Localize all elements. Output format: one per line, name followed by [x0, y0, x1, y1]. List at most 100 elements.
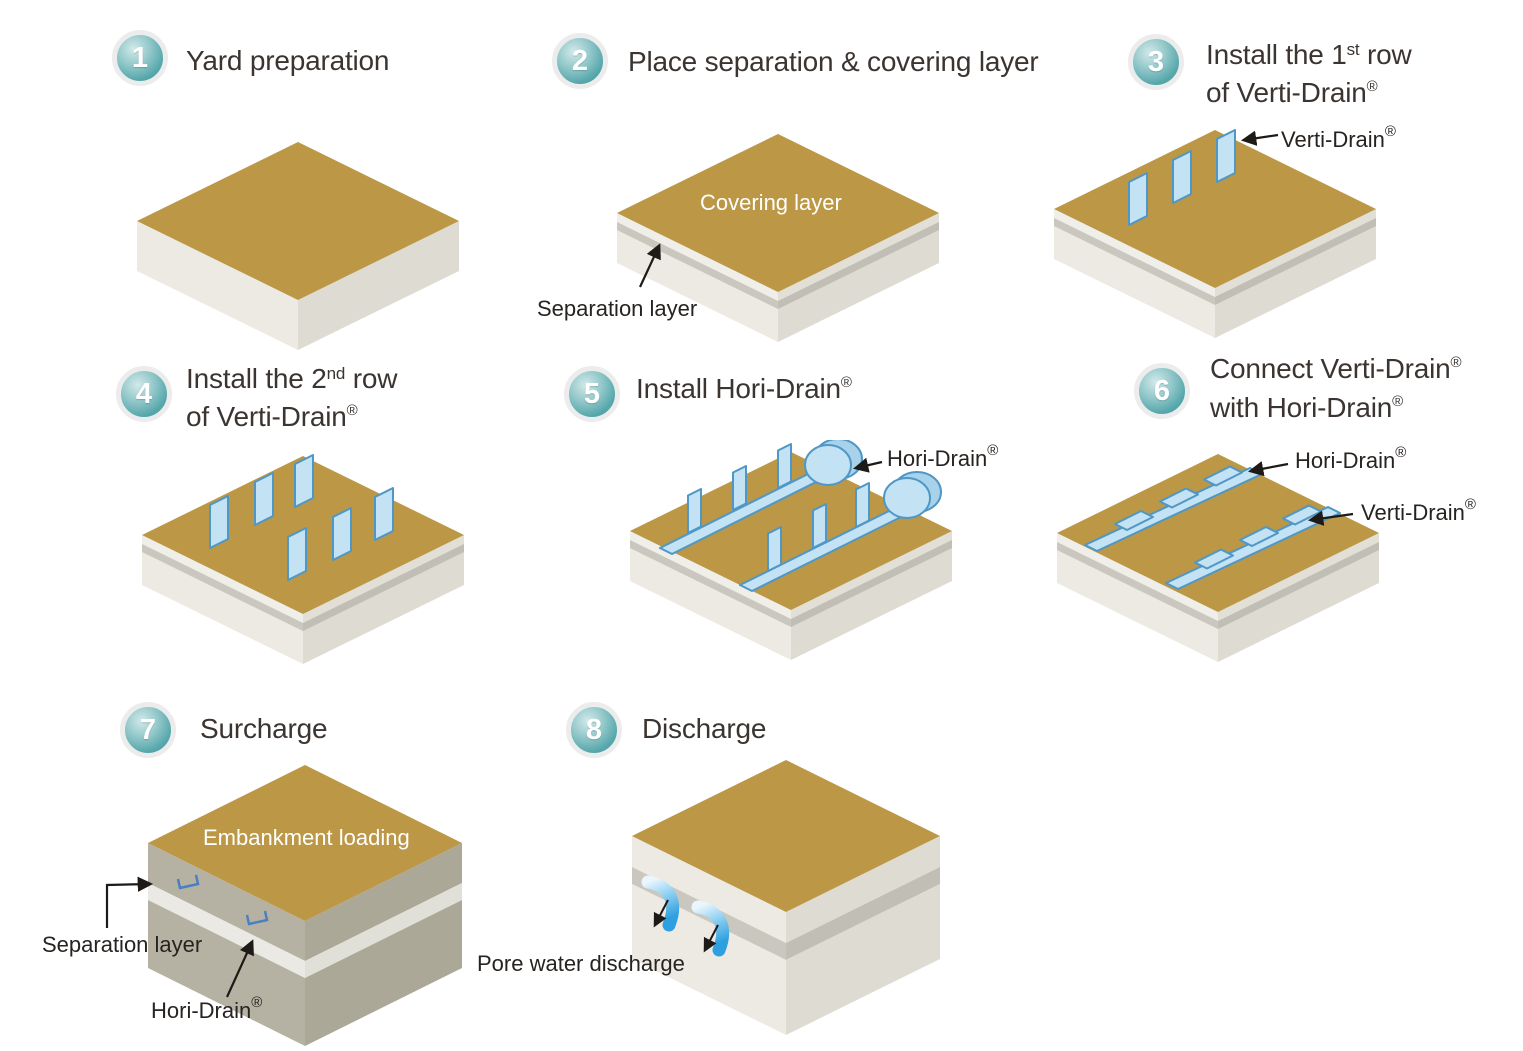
pore-water-flows: [641, 875, 730, 957]
step-5-title: Install Hori-Drain®: [636, 372, 852, 411]
covering-layer-label: Covering layer: [700, 190, 842, 215]
separation-layer-arrow: [639, 243, 661, 288]
step-6-title-line1: Connect Verti-Drain: [1210, 353, 1451, 384]
step-3-title-line1-post: row: [1359, 39, 1412, 70]
hori-drain-arrow: [225, 939, 254, 998]
hori-drain-strips: [659, 443, 908, 592]
covering-edge-left: [1054, 209, 1215, 297]
step-4-badge: 4: [116, 366, 172, 422]
registered-mark: ®: [251, 994, 263, 1011]
embankment-right-face: [305, 843, 462, 961]
soil-top-face: [1057, 454, 1379, 612]
water-flow: [641, 875, 680, 932]
verti-drain-connector: [1114, 510, 1154, 531]
verti-drain-tab: [855, 482, 870, 528]
water-flow-arrow: [703, 924, 719, 953]
step-4-number: 4: [135, 377, 153, 410]
soil-top-face: [148, 765, 462, 921]
separation-covering-block-illustration: [617, 134, 939, 342]
hori-drain-label-step6: Hori-Drain®: [1295, 444, 1406, 474]
verti-drain-label-step6: Verti-Drain®: [1361, 496, 1476, 526]
registered-mark: ®: [1464, 496, 1476, 513]
water-flow-arrow: [653, 899, 669, 928]
hori-drain-marks: [176, 874, 269, 926]
pore-water-discharge-label: Pore water discharge: [477, 951, 685, 976]
hori-drain-label-text: Hori-Drain: [151, 998, 252, 1023]
verti-drain-panel: [1128, 172, 1148, 226]
step-6-title: Connect Verti-Drain® with Hori-Drain®: [1210, 352, 1462, 430]
embankment-loading-label: Embankment loading: [203, 825, 410, 850]
water-flow: [691, 900, 730, 957]
connected-drain-lines: [1084, 465, 1341, 590]
soil-top-face: [1054, 130, 1376, 288]
verti-drain-arrow: [1307, 510, 1354, 526]
hori-drain-rolls: [804, 440, 942, 519]
registered-mark: ®: [840, 374, 852, 391]
separation-stripe-right: [786, 867, 940, 960]
second-row-vertidrain-illustration: [142, 454, 464, 664]
separation-stripe-left: [148, 883, 305, 978]
hori-drain-label-step5: Hori-Drain®: [887, 442, 998, 472]
separation-layer-label-step2: Separation layer: [537, 296, 698, 321]
step-4-title-line1-post: row: [345, 363, 398, 394]
embankment-left-face: [148, 843, 305, 961]
hori-drain-mark: [245, 910, 269, 926]
covering-edge-left: [617, 213, 778, 301]
step-8-badge: 8: [566, 702, 622, 758]
verti-drain-tab: [812, 503, 827, 549]
block-lower-right-face: [786, 884, 940, 1035]
ordinal-superscript: nd: [326, 364, 346, 383]
horidrain-install-illustration: [630, 440, 952, 660]
verti-drain-panels: [1128, 129, 1236, 226]
step-2-badge: 2: [552, 33, 608, 89]
verti-drain-tab: [777, 443, 792, 489]
hori-drain-roll: [804, 444, 852, 486]
first-row-vertidrain-illustration: [1054, 129, 1376, 338]
yard-block-illustration: [137, 142, 459, 350]
verti-drain-panel: [254, 472, 274, 526]
verti-drain-tab: [732, 465, 747, 511]
step-7-title: Surcharge: [200, 713, 328, 744]
covering-edge-right: [1218, 533, 1379, 621]
separation-layer-arrow: [105, 876, 154, 928]
hori-drain-label-text: Hori-Drain: [1295, 448, 1396, 473]
step-5-title-text: Install Hori-Drain: [636, 373, 841, 404]
surcharge-block-illustration: [105, 765, 462, 1046]
registered-mark: ®: [1384, 123, 1396, 140]
verti-drain-panel: [1172, 150, 1192, 204]
verti-drain-panel: [209, 495, 229, 549]
block-upper-right-face: [786, 836, 940, 943]
soil-top-face: [137, 142, 459, 300]
step-5-badge: 5: [564, 366, 620, 422]
verti-drain-tab: [687, 488, 702, 534]
hori-drain-mark: [176, 874, 200, 890]
step-3-number: 3: [1147, 45, 1165, 78]
step-3-badge: 3: [1128, 34, 1184, 90]
ground-left-face: [148, 900, 305, 1046]
verti-drain-label-text: Verti-Drain: [1361, 500, 1465, 525]
verti-drain-label-text: Verti-Drain: [1281, 127, 1385, 152]
block-right-face: [298, 221, 459, 350]
step-7-badge: 7: [120, 702, 176, 758]
step-6-badge: 6: [1134, 363, 1190, 419]
verti-drain-panel: [287, 527, 307, 581]
step-2-title: Place separation & covering layer: [628, 46, 1039, 77]
step-1-number: 1: [131, 41, 149, 74]
covering-edge-right: [1215, 209, 1376, 297]
step-6-title-line2: with Hori-Drain: [1210, 392, 1393, 423]
step-4-title-line2: of Verti-Drain: [186, 401, 347, 432]
step-3-title-line1: Install the 1: [1206, 39, 1347, 70]
hori-drain-arrow: [852, 457, 883, 473]
verti-drain-connector: [1239, 526, 1279, 547]
registered-mark: ®: [1366, 78, 1378, 95]
block-upper-left-face: [632, 836, 786, 943]
separation-stripe-right: [778, 222, 939, 309]
connect-drains-illustration: [1057, 454, 1379, 662]
step-1-title: Yard preparation: [186, 45, 390, 76]
verti-drain-panel: [374, 487, 394, 541]
step-8-number: 8: [585, 713, 603, 746]
step-7-number: 7: [139, 713, 157, 746]
verti-drain-panel: [294, 454, 314, 508]
covering-edge-right: [303, 535, 464, 623]
step-4-title-line1: Install the 2: [186, 363, 327, 394]
